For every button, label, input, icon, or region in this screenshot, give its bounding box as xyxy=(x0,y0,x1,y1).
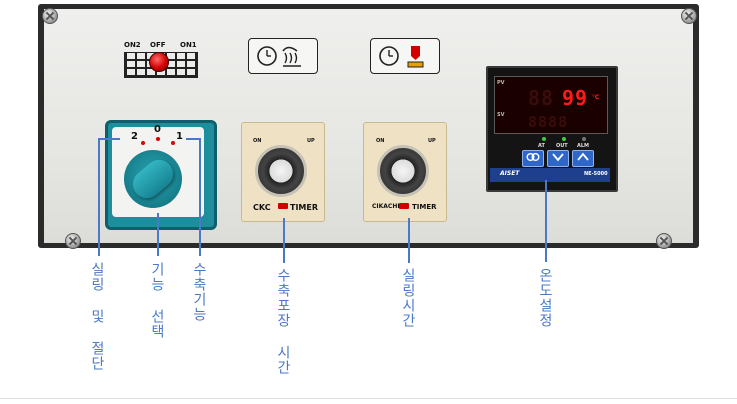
out-label: OUT xyxy=(556,143,568,149)
alm-led xyxy=(582,137,586,141)
screw-top-left xyxy=(42,8,58,24)
leader-function-select xyxy=(157,213,159,256)
leader-shrink-h xyxy=(186,138,200,140)
seal-timer-name: TIMER xyxy=(412,203,437,211)
label-on1: ON1 xyxy=(180,41,197,49)
screw-bottom-left xyxy=(65,233,81,249)
pv-label: PV xyxy=(497,80,505,86)
pv-segment-background: 88 xyxy=(528,86,555,110)
leader-seal-cut xyxy=(98,138,100,256)
alm-label: ALM xyxy=(577,143,590,149)
callout-seal-time: 실링시간 xyxy=(400,268,416,328)
chevron-down-icon xyxy=(552,153,564,162)
callout-temperature: 온도설정 xyxy=(537,268,553,328)
shrink-timer-tab xyxy=(278,203,288,209)
leader-shrink-time xyxy=(283,218,285,263)
switch-dot-2 xyxy=(141,141,145,145)
screw-bottom-right xyxy=(656,233,672,249)
cycle-icon xyxy=(526,153,540,161)
screw-top-right xyxy=(681,8,697,24)
callout-function-select: 기능 선택 xyxy=(149,262,165,339)
switch-dot-0 xyxy=(156,137,160,141)
switch-dot-1 xyxy=(171,141,175,145)
seal-timer-dial[interactable] xyxy=(377,145,429,197)
switch-position-2: 2 xyxy=(131,131,138,142)
label-plate-shrink-timer xyxy=(248,38,318,74)
shrink-timer-dial[interactable] xyxy=(255,145,307,197)
leader-seal-cut-h xyxy=(98,138,120,140)
leader-seal-time xyxy=(408,218,410,263)
shrink-timer-name: TIMER xyxy=(290,203,319,212)
switch-position-0: 0 xyxy=(154,124,161,135)
sv-display: 8888 xyxy=(528,113,569,131)
at-label: AT xyxy=(538,143,545,149)
up-key[interactable] xyxy=(572,150,594,167)
leader-shrink xyxy=(199,138,201,256)
controller-display xyxy=(494,76,608,134)
controller-model: NE-5000 xyxy=(584,171,608,177)
controller-brand-strip xyxy=(490,168,610,182)
seal-timer-brand: CIKACHI xyxy=(372,203,400,210)
seal-timer-tab xyxy=(399,203,409,209)
shrink-timer-brand: CKC xyxy=(253,203,271,212)
label-on2: ON2 xyxy=(124,41,141,49)
clock-seal-icon xyxy=(379,46,424,68)
bottom-divider xyxy=(0,398,737,399)
set-key[interactable] xyxy=(522,150,544,167)
callout-shrink-function: 수축기능 xyxy=(191,262,207,322)
pv-value: 99 xyxy=(562,86,589,110)
seal-timer-up-label: UP xyxy=(428,138,436,144)
chevron-up-icon xyxy=(577,152,589,161)
lamp-grill xyxy=(124,52,198,78)
seal-timer-on-label: ON xyxy=(376,138,385,144)
sv-label: SV xyxy=(497,112,505,118)
leader-temperature xyxy=(545,180,547,262)
shrink-timer-on-label: ON xyxy=(253,138,262,144)
out-led xyxy=(562,137,566,141)
shrink-timer-up-label: UP xyxy=(307,138,315,144)
at-led xyxy=(542,137,546,141)
switch-position-1: 1 xyxy=(176,131,183,142)
callout-seal-cut: 실링 및 절단 xyxy=(89,262,105,371)
clock-heat-icon xyxy=(257,46,301,67)
controller-brand: AISET xyxy=(500,170,520,177)
label-off: OFF xyxy=(150,41,166,49)
indicator-lamp xyxy=(149,52,169,72)
label-plate-seal-timer xyxy=(370,38,440,74)
down-key[interactable] xyxy=(547,150,569,167)
callout-shrink-time: 수축포장 시간 xyxy=(275,268,291,375)
pv-unit: ℃ xyxy=(592,94,600,101)
